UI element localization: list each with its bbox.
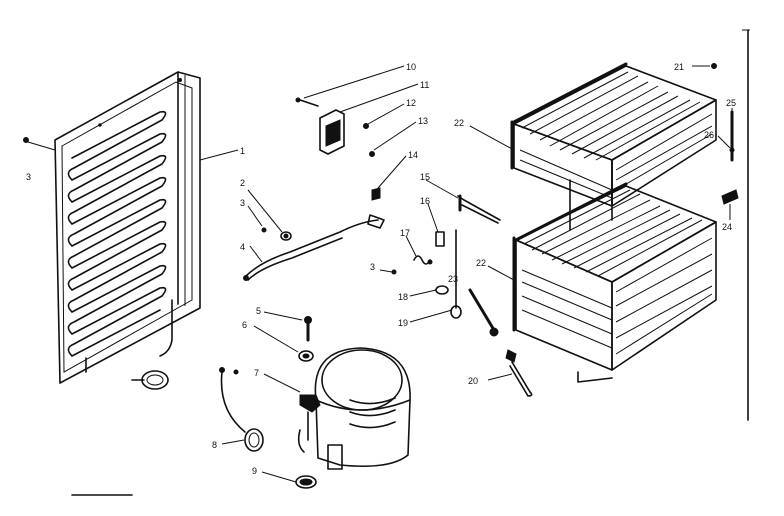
shelf-upper-22 (510, 62, 717, 231)
power-cord-8 (219, 367, 264, 452)
part-17 (413, 255, 433, 265)
screw-3-right (391, 269, 397, 275)
grommet-6 (298, 350, 314, 362)
part-2 (280, 231, 292, 241)
compressor (297, 347, 411, 470)
callout-labels: 1 2 3 3 3 4 5 6 7 8 9 10 11 12 13 14 15 … (26, 62, 736, 476)
hinge-pin-20 (468, 288, 533, 397)
callout-24: 24 (722, 222, 732, 232)
shelf-lower-23 (512, 182, 717, 383)
right-border-lines (742, 29, 750, 421)
callout-6: 6 (242, 320, 247, 330)
part-18 (435, 285, 449, 295)
part-3-center (261, 227, 267, 233)
callout-8: 8 (212, 440, 217, 450)
callout-9: 9 (252, 466, 257, 476)
callout-7: 7 (254, 368, 259, 378)
capillary-tube-4 (243, 214, 385, 281)
part-16 (435, 231, 445, 247)
screw-21 (711, 63, 717, 69)
callout-12: 12 (406, 98, 416, 108)
callout-18: 18 (398, 292, 408, 302)
callout-23: 23 (448, 274, 458, 284)
callout-3-left: 3 (26, 172, 31, 182)
clip-14 (371, 187, 381, 201)
callout-22-lower: 22 (476, 258, 486, 268)
callout-25: 25 (726, 98, 736, 108)
callout-2: 2 (240, 178, 245, 188)
knob-12 (363, 123, 369, 129)
callout-1: 1 (240, 146, 245, 156)
evaporator-plate (54, 71, 201, 390)
clip-26 (729, 147, 735, 153)
callout-17: 17 (400, 228, 410, 238)
knob-13 (369, 151, 375, 157)
callout-22-upper: 22 (454, 118, 464, 128)
screw-10 (295, 97, 319, 107)
leader-lines (199, 65, 733, 483)
callout-19: 19 (398, 318, 408, 328)
callout-3-center: 3 (240, 198, 245, 208)
rod-15 (457, 194, 501, 224)
callout-15: 15 (420, 172, 430, 182)
callout-10: 10 (406, 62, 416, 72)
bracket-24 (721, 189, 739, 205)
callout-26: 26 (704, 130, 714, 140)
part-19 (450, 229, 462, 319)
callout-20: 20 (468, 376, 478, 386)
callout-14: 14 (408, 150, 418, 160)
thermostat-11 (319, 109, 345, 155)
callout-5: 5 (256, 306, 261, 316)
callout-3-right: 3 (370, 262, 375, 272)
callout-16: 16 (420, 196, 430, 206)
callout-21: 21 (674, 62, 684, 72)
callout-13: 13 (418, 116, 428, 126)
screw-3-left (23, 137, 56, 151)
grommet-9 (295, 475, 317, 489)
bolt-5 (304, 316, 312, 342)
callout-11: 11 (420, 80, 429, 90)
callout-4: 4 (240, 242, 245, 252)
fitting-7 (299, 394, 321, 441)
